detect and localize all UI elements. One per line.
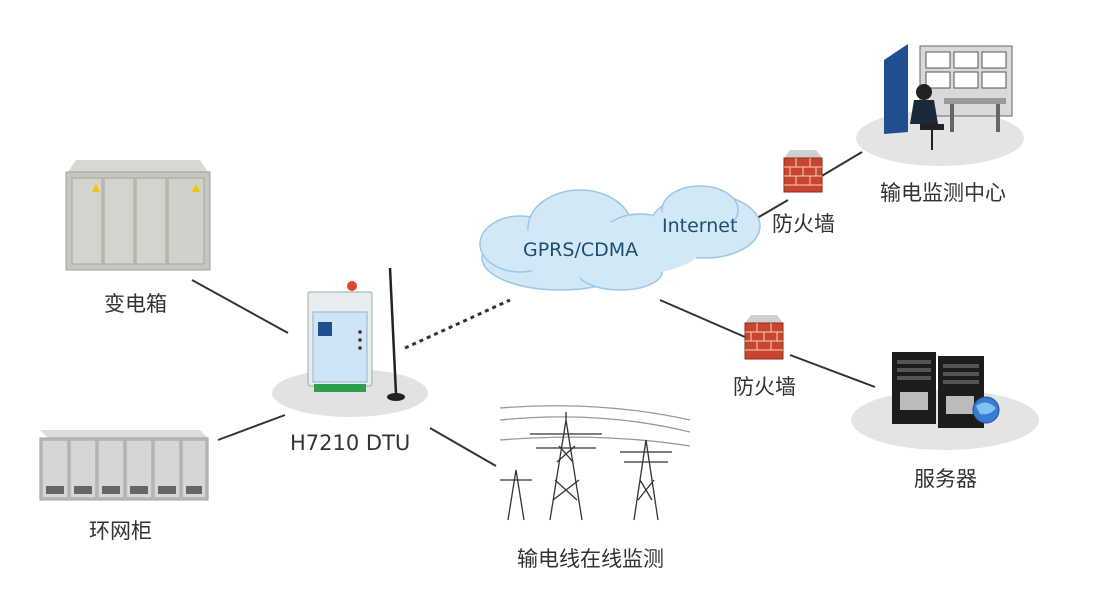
line-transformer-to-dtu <box>191 279 289 334</box>
control-room-icon <box>856 44 1024 166</box>
firewall-brick-icon <box>783 150 823 193</box>
cloud-network-label: GPRS/CDMA <box>523 239 639 261</box>
line-dtu-to-cloud-dashed <box>404 298 511 350</box>
connector-lines <box>191 151 876 467</box>
firewall-brick-icon <box>744 315 784 360</box>
dtu-device-icon <box>272 267 428 417</box>
line-firewall-to-center <box>819 151 863 178</box>
firewall-bottom-label: 防火墙 <box>733 375 796 399</box>
substation-cabinet-icon <box>65 160 211 271</box>
line-ring-unit-to-dtu <box>217 414 286 441</box>
transformer-box-label: 变电箱 <box>104 292 167 316</box>
line-firewall-to-server <box>789 354 876 388</box>
switchgear-cabinet-icon <box>39 430 209 501</box>
firewall-top-label: 防火墙 <box>772 212 835 236</box>
monitoring-center-label: 输电监测中心 <box>880 181 1006 205</box>
dtu-label: H7210 DTU <box>290 431 411 455</box>
transmission-tower-icon <box>499 405 691 521</box>
internet-label: Internet <box>662 215 738 237</box>
power-line-monitoring-label: 输电线在线监测 <box>517 547 664 571</box>
line-dtu-to-tower <box>429 427 497 467</box>
server-rack-icon <box>851 352 1039 450</box>
server-label: 服务器 <box>914 467 977 491</box>
ring-main-unit-label: 环网柜 <box>89 519 152 543</box>
line-cloud-to-firewall-bottom <box>659 299 746 338</box>
